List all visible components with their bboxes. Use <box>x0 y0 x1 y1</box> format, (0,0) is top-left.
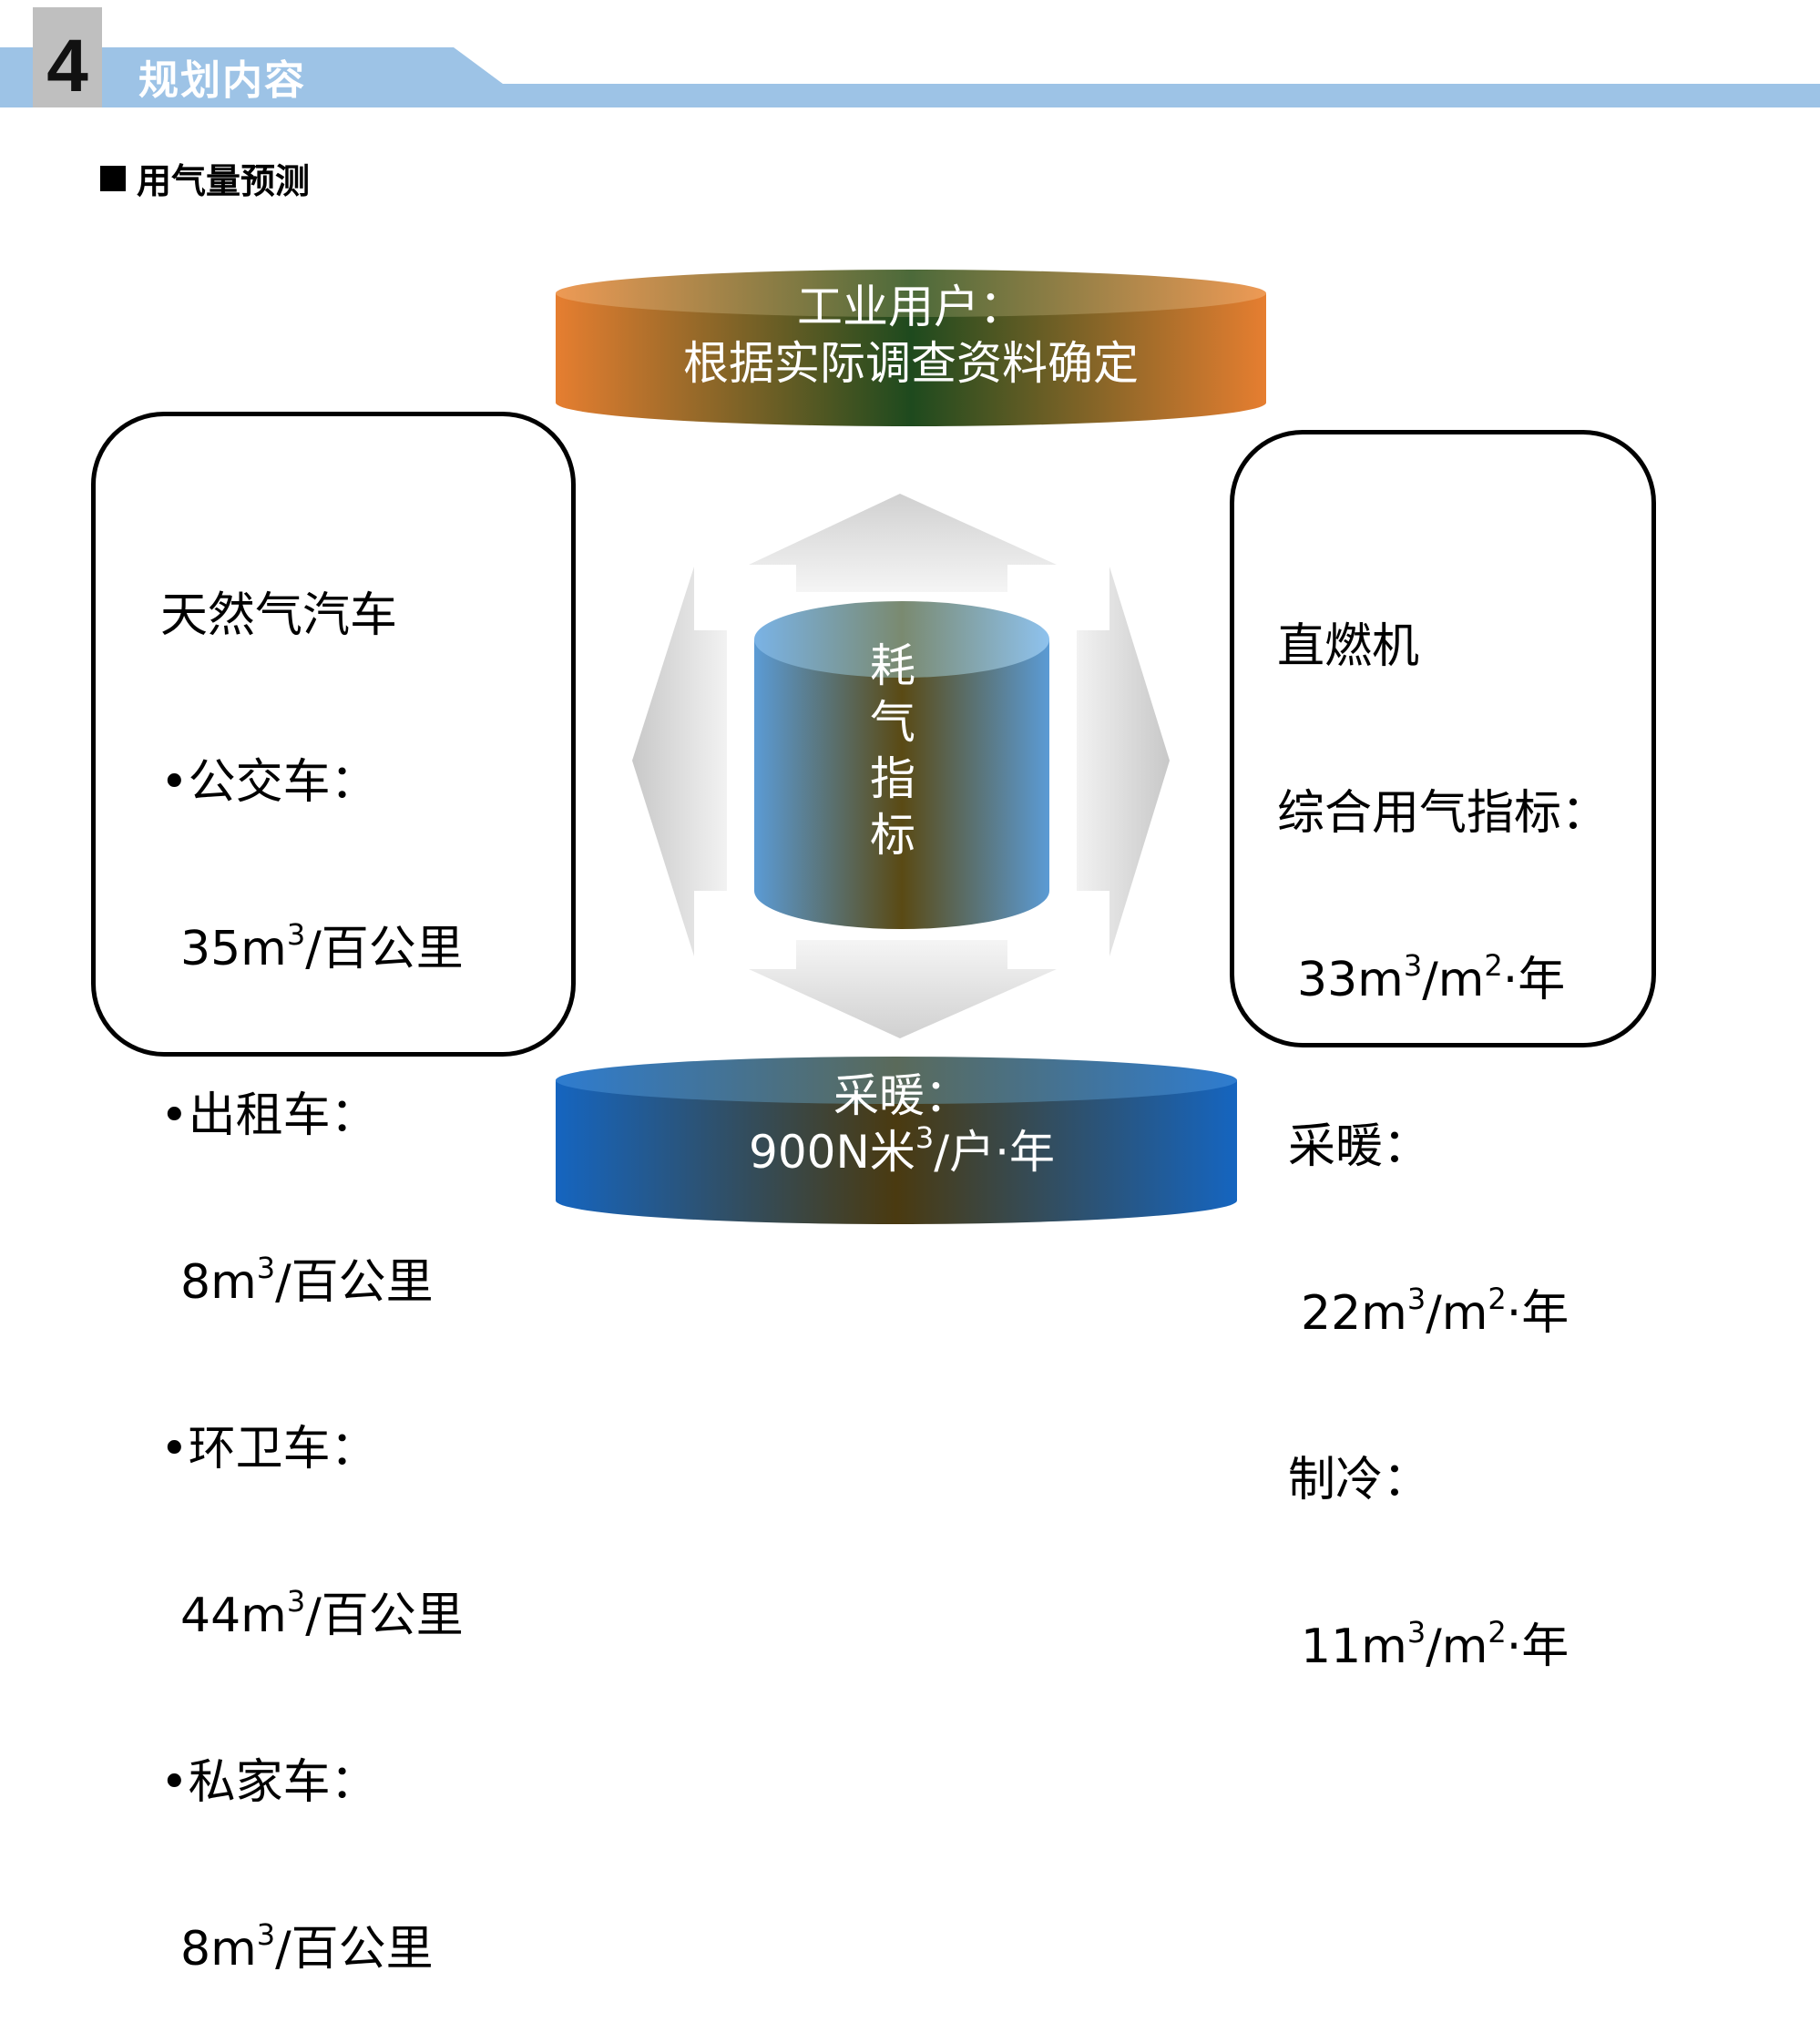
header-band <box>0 7 1820 107</box>
bottom-disk-label: 采暖： 900N米3/户·年 <box>629 1068 1175 1180</box>
right-item-label: 制冷： <box>1288 1453 1431 1507</box>
center-label-char: 标 <box>870 809 915 862</box>
left-item-value: 44m3/百公里 <box>180 1584 464 1643</box>
left-arrow <box>632 567 727 956</box>
square-bullet-icon <box>100 165 126 191</box>
up-arrow <box>749 494 1057 592</box>
right-box-title: 直燃机 <box>1277 619 1420 674</box>
left-item-value: 35m3/百公里 <box>180 917 464 976</box>
bottom-disk-line2: 900N米3/户·年 <box>749 1120 1055 1179</box>
right-item-value: 33m3/m2·年 <box>1297 948 1566 1007</box>
section-number-box <box>33 7 102 107</box>
left-item-value: 8m3/百公里 <box>180 1917 434 1977</box>
subheading-text: 用气量预测 <box>137 161 311 201</box>
left-item-value: 8m3/百公里 <box>180 1251 434 1310</box>
right-item-label: 综合用气指标： <box>1277 786 1610 841</box>
down-arrow <box>749 940 1057 1038</box>
right-arrow <box>1077 567 1170 956</box>
bottom-disk-body <box>556 1080 1237 1224</box>
right-box-content: 直燃机 综合用气指标： 33m3/m2·年 采暖： 22m3/m2·年 制冷： … <box>1277 508 1609 1731</box>
top-disk-label: 工业用户： 根据实际调查资料确定 <box>638 279 1184 392</box>
center-cylinder-body <box>754 639 1049 929</box>
right-item-value: 11m3/m2·年 <box>1301 1615 1569 1674</box>
section-number: 4 <box>46 25 88 107</box>
center-label-char: 耗 <box>870 639 915 692</box>
left-item-label: •私家车： <box>160 1755 378 1810</box>
center-label-char: 气 <box>870 696 915 749</box>
left-item-label: •出租车： <box>160 1088 378 1143</box>
left-box <box>91 412 576 1057</box>
left-box-content: 天然气汽车 •公交车： 35m3/百公里 •出租车： 8m3/百公里 •环卫车：… <box>160 477 464 2033</box>
left-box-title: 天然气汽车 <box>160 588 398 643</box>
diagram <box>556 270 1266 1224</box>
center-label: 耗 气 指 标 <box>865 638 920 863</box>
subheading: 用气量预测 <box>100 153 310 203</box>
section-title: 规划内容 <box>138 57 306 104</box>
right-box <box>1230 430 1656 1047</box>
center-cylinder-cap <box>754 601 1049 678</box>
top-disk-line1: 工业用户： <box>797 281 1025 333</box>
bottom-disk-line1: 采暖： <box>833 1069 970 1122</box>
bottom-disk-cap <box>556 1057 1237 1104</box>
header-ribbon <box>0 47 1820 107</box>
top-disk-cap <box>556 270 1266 317</box>
top-disk-body <box>556 293 1266 426</box>
left-item-label: •环卫车： <box>160 1422 378 1476</box>
left-item-label: •公交车： <box>160 755 378 810</box>
top-disk-line2: 根据实际调查资料确定 <box>683 337 1139 390</box>
center-label-char: 指 <box>870 752 915 805</box>
right-item-value: 22m3/m2·年 <box>1301 1282 1569 1341</box>
right-item-label: 采暖： <box>1288 1119 1431 1174</box>
